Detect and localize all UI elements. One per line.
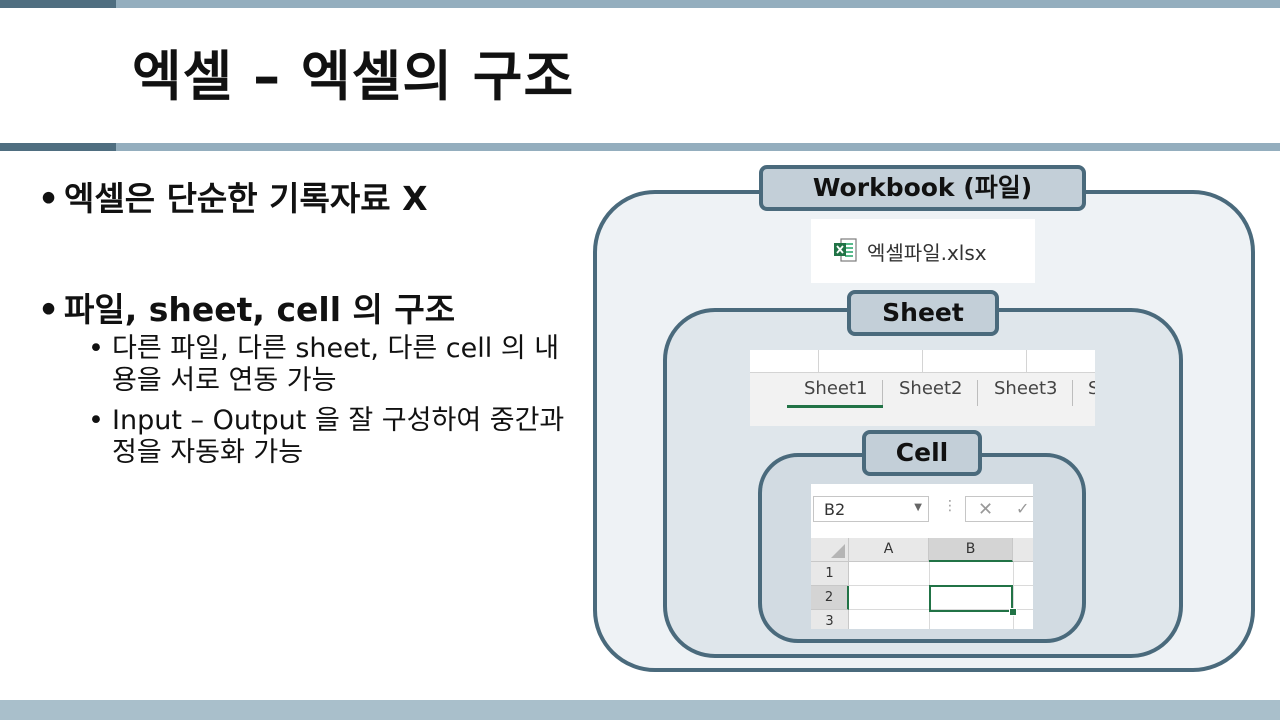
- column-header-c[interactable]: [1013, 538, 1033, 562]
- grid-line: [1026, 350, 1027, 372]
- grid-line: [922, 350, 923, 372]
- row-header-3[interactable]: 3: [811, 610, 849, 629]
- name-box-value: B2: [824, 500, 846, 519]
- sub-bullet-glyph: •: [88, 405, 104, 436]
- tab-separator: [977, 380, 978, 406]
- column-header-b[interactable]: B: [929, 538, 1013, 562]
- sheet-tab-1[interactable]: Sheet1: [804, 378, 868, 399]
- more-dots-icon: ⋮: [943, 498, 957, 514]
- fill-handle[interactable]: [1009, 608, 1017, 616]
- chevron-down-icon[interactable]: ▼: [914, 502, 922, 513]
- cancel-icon[interactable]: ✕: [978, 499, 994, 520]
- formula-controls: ✕ ✓: [965, 496, 1033, 522]
- name-box[interactable]: B2 ▼: [813, 496, 929, 522]
- sub-bullet-1-text: 다른 파일, 다른 sheet, 다른 cell 의 내용을 서로 연동 가능: [112, 333, 560, 396]
- active-tab-indicator: [787, 405, 883, 408]
- workbook-label: Workbook (파일): [759, 165, 1086, 211]
- grid-line: [818, 350, 819, 372]
- slide-title: 엑셀 – 엑셀의 구조: [132, 45, 575, 108]
- bullet-glyph: •: [38, 290, 60, 329]
- tab-separator: [882, 380, 883, 406]
- cell-view-card: B2 ▼ ⋮ ✕ ✓ A B 1 2 3: [811, 484, 1033, 629]
- bullet-1: •엑셀은 단순한 기록자료 X: [38, 172, 428, 220]
- file-card: 엑셀파일.xlsx: [811, 219, 1035, 283]
- top-band-accent: [0, 0, 116, 8]
- bullet-glyph: •: [38, 179, 60, 218]
- sub-bullet-glyph: •: [88, 333, 104, 364]
- top-band: [0, 0, 1280, 8]
- cell-label: Cell: [862, 430, 982, 476]
- separator-accent: [0, 143, 116, 151]
- sheet-tab-3[interactable]: Sheet3: [994, 378, 1058, 399]
- sub-bullet-2-text: Input – Output 을 잘 구성하여 중간과정을 자동화 가능: [112, 405, 565, 468]
- file-name: 엑셀파일.xlsx: [867, 241, 987, 265]
- sheet-grid-strip: [750, 350, 1095, 373]
- selected-cell-b2[interactable]: [929, 585, 1013, 612]
- bottom-band: [0, 700, 1280, 720]
- sheet-tabs-card: Sheet1 Sheet2 Sheet3 S: [750, 350, 1095, 426]
- column-header-a[interactable]: A: [849, 538, 929, 562]
- title-separator: [0, 143, 1280, 151]
- select-all-corner[interactable]: [811, 538, 849, 562]
- enter-icon[interactable]: ✓: [1016, 499, 1030, 518]
- tab-separator: [1072, 380, 1073, 406]
- sheet-label: Sheet: [847, 290, 999, 336]
- grid-line: [849, 609, 1033, 610]
- sheet-tab-2[interactable]: Sheet2: [899, 378, 963, 399]
- row-header-1[interactable]: 1: [811, 562, 849, 586]
- bullet-1-text: 엑셀은 단순한 기록자료 X: [64, 179, 428, 218]
- grid-line: [1013, 562, 1014, 629]
- corner-triangle-icon: [831, 544, 845, 558]
- sheet-tab-4[interactable]: S: [1088, 378, 1095, 399]
- row-header-2[interactable]: 2: [811, 586, 849, 610]
- bullet-2: •파일, sheet, cell 의 구조: [38, 283, 455, 331]
- bullet-2-text: 파일, sheet, cell 의 구조: [64, 290, 456, 329]
- excel-file-icon: [834, 238, 857, 262]
